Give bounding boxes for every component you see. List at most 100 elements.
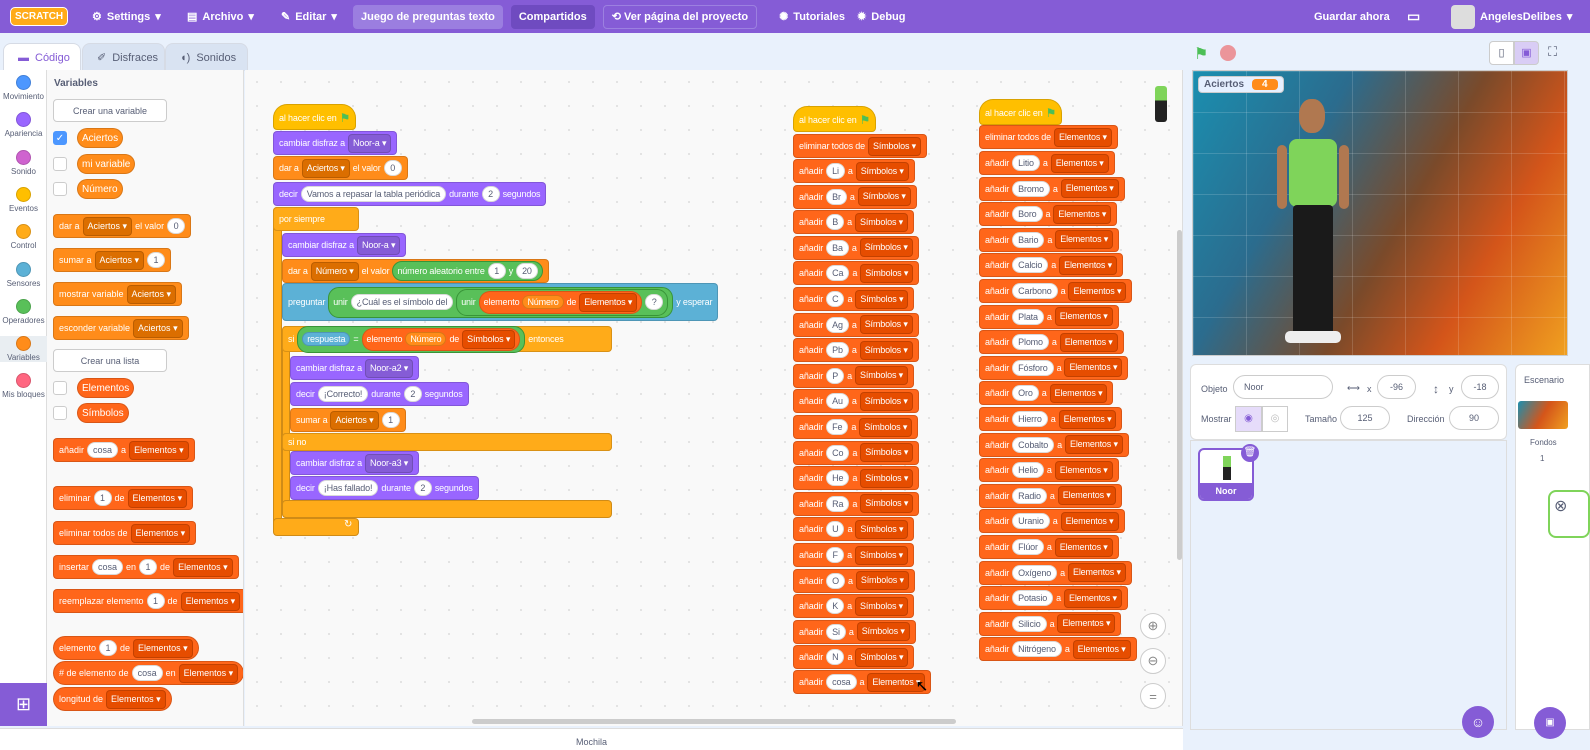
block-input[interactable]: Calcio — [1012, 257, 1049, 274]
block-input[interactable]: 2 — [481, 186, 500, 202]
block-input[interactable]: Ag — [826, 316, 849, 333]
reporter-block[interactable]: Número — [522, 295, 564, 309]
block-input[interactable]: 0 — [167, 218, 186, 234]
block-input[interactable]: ? — [645, 294, 664, 310]
block-dropdown[interactable]: Símbolos — [859, 391, 913, 411]
block-input[interactable]: He — [826, 470, 850, 487]
block-dropdown[interactable]: Símbolos — [857, 187, 911, 207]
variable-reporter[interactable]: Elementos — [77, 378, 135, 398]
block-input[interactable]: Ra — [826, 495, 850, 512]
block-dropdown[interactable]: Elementos — [1064, 358, 1123, 378]
block-dropdown[interactable]: Elementos — [1068, 281, 1127, 301]
block-input[interactable]: C — [826, 291, 845, 307]
large-stage-button[interactable]: ▣ — [1514, 41, 1539, 65]
block-input[interactable]: 2 — [403, 386, 422, 402]
block-dropdown[interactable]: Elementos — [1057, 614, 1116, 634]
stage-canvas[interactable]: Aciertos 4 — [1192, 70, 1568, 356]
block-input[interactable]: cosa — [131, 665, 163, 681]
block-input[interactable]: Fósforo — [1012, 359, 1054, 376]
block-dropdown[interactable]: Noor-a3 — [364, 453, 414, 473]
block-dropdown[interactable]: Noor-a — [347, 133, 392, 153]
block-dropdown[interactable]: Elementos — [133, 638, 193, 658]
tutorials-button[interactable]: ✺Tutoriales — [779, 10, 846, 24]
block-input[interactable]: Bromo — [1012, 180, 1050, 197]
sprite-tile-noor[interactable]: Noor — [1198, 448, 1254, 501]
block-input[interactable]: Pb — [826, 342, 849, 359]
block-input[interactable]: 1 — [93, 490, 112, 506]
block-dropdown[interactable]: Aciertos — [94, 250, 145, 270]
reporter-block[interactable]: respuesta — [302, 332, 351, 346]
block-input[interactable]: K — [826, 598, 845, 615]
block-dropdown[interactable]: Símbolos — [859, 417, 913, 437]
block-dropdown[interactable]: Elementos — [1072, 639, 1131, 659]
block-dropdown[interactable]: Elementos — [1049, 383, 1108, 403]
show-visible-button[interactable]: ◉ — [1235, 406, 1262, 432]
block-input[interactable]: Oro — [1012, 385, 1039, 402]
block-input[interactable]: Potasio — [1012, 590, 1054, 607]
block-input[interactable]: cosa — [92, 559, 124, 575]
block-input[interactable]: Plata — [1012, 308, 1044, 325]
variable-checkbox[interactable] — [53, 406, 67, 420]
block-dropdown[interactable]: Símbolos — [860, 443, 914, 463]
variable-checkbox[interactable] — [53, 381, 67, 395]
block-dropdown[interactable]: Símbolos — [860, 494, 914, 514]
variable-reporter[interactable]: Aciertos — [77, 128, 124, 148]
variable-checkbox[interactable] — [53, 157, 67, 171]
noor-sprite[interactable] — [1273, 91, 1353, 353]
block-input[interactable]: Au — [826, 393, 849, 410]
y-input[interactable]: -18 — [1461, 375, 1499, 399]
block-input[interactable]: Nitrógeno — [1012, 641, 1062, 658]
variable-checkbox[interactable] — [53, 182, 67, 196]
block-dropdown[interactable]: Aciertos — [82, 216, 133, 236]
block-dropdown[interactable]: Elementos — [1063, 588, 1122, 608]
sprite-name-input[interactable]: Noor — [1233, 375, 1333, 399]
block-dropdown[interactable]: Elementos — [129, 440, 189, 460]
script-block[interactable]: sirespuesta=elementoNúmerodeSímbolosento… — [282, 325, 612, 353]
stage-panel[interactable]: Escenario Fondos 1 ▣ — [1515, 364, 1590, 739]
extension-popup-icon[interactable]: ⊗ — [1548, 490, 1590, 538]
block-input[interactable]: U — [826, 521, 845, 538]
block-dropdown[interactable]: Elementos — [1064, 435, 1123, 455]
block-dropdown[interactable]: Elementos — [1054, 307, 1113, 327]
block-dropdown[interactable]: Elementos — [1054, 127, 1112, 147]
block-dropdown[interactable]: Elementos — [1050, 153, 1109, 173]
variable-reporter[interactable]: mi variable — [77, 154, 136, 174]
block-dropdown[interactable]: Elementos — [867, 672, 926, 692]
direction-input[interactable]: 90 — [1449, 406, 1499, 430]
block-input[interactable]: ¡Correcto! — [317, 386, 369, 402]
backpack[interactable]: Mochila — [0, 728, 1183, 750]
block-dropdown[interactable]: Elementos — [1055, 230, 1114, 250]
project-title-input[interactable]: Juego de preguntas texto — [353, 4, 503, 29]
block-dropdown[interactable]: Símbolos — [856, 622, 910, 642]
fullscreen-button[interactable]: ⛶ — [1548, 44, 1558, 59]
block-input[interactable]: Oxígeno — [1012, 564, 1058, 581]
add-extension-button[interactable]: ⊞ — [0, 683, 47, 726]
